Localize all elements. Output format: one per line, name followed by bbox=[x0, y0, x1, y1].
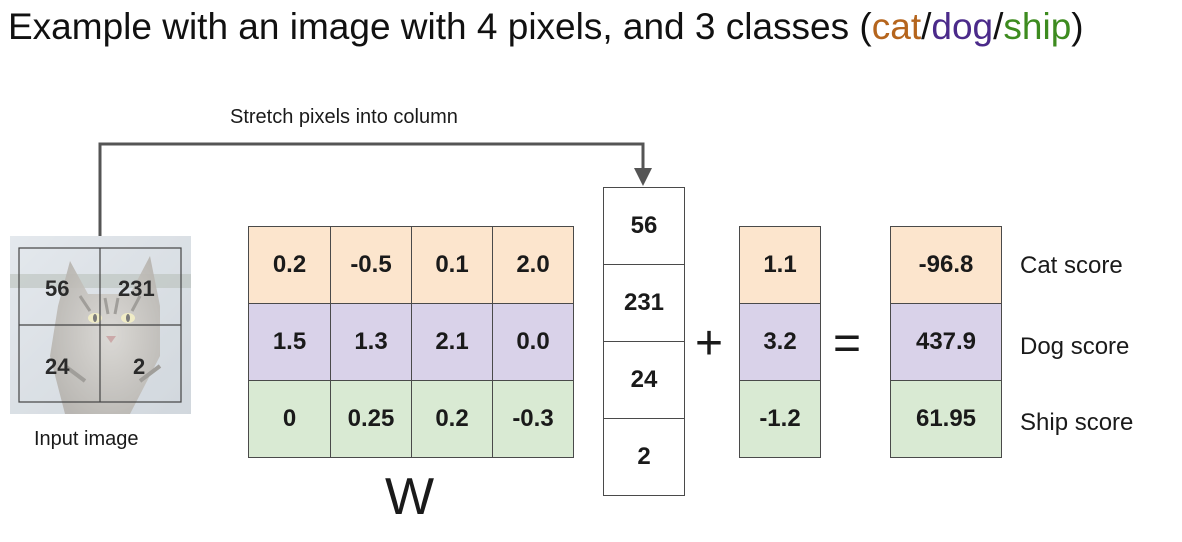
cat-photo-icon bbox=[10, 236, 191, 414]
weight-cell: -0.5 bbox=[330, 226, 412, 304]
cat-score-label: Cat score bbox=[1020, 252, 1123, 279]
weight-cell: 0.25 bbox=[330, 380, 412, 458]
input-image-label: Input image bbox=[34, 428, 139, 450]
pixel-value: 231 bbox=[118, 276, 155, 301]
ship-score-label: Ship score bbox=[1020, 409, 1134, 436]
plus-operator: + bbox=[695, 317, 724, 370]
score-cell: 61.95 bbox=[890, 380, 1002, 458]
title-suffix: ) bbox=[1071, 6, 1084, 47]
weight-cell: 1.3 bbox=[330, 303, 412, 381]
weight-cell: 0.0 bbox=[492, 303, 574, 381]
pixel-column-cell: 56 bbox=[603, 187, 685, 265]
title-dog: dog bbox=[931, 6, 994, 47]
bias-cell: 1.1 bbox=[739, 226, 821, 304]
title-cat: cat bbox=[871, 6, 922, 47]
arrow-label: Stretch pixels into column bbox=[230, 106, 458, 128]
title-sep-2: / bbox=[993, 6, 1004, 47]
dog-score-label: Dog score bbox=[1020, 333, 1130, 360]
bias-cell: 3.2 bbox=[739, 303, 821, 381]
input-image: 56 231 24 2 bbox=[10, 236, 191, 414]
pixel-column-cell: 2 bbox=[603, 418, 685, 496]
score-cell: -96.8 bbox=[890, 226, 1002, 304]
pixel-value: 56 bbox=[45, 276, 70, 301]
pixel-value: 24 bbox=[45, 354, 70, 379]
weight-cell: 0 bbox=[248, 380, 331, 458]
weight-cell: 0.2 bbox=[411, 380, 493, 458]
pixel-column-cell: 231 bbox=[603, 264, 685, 342]
equals-operator: = bbox=[833, 317, 862, 370]
weight-matrix-label: W bbox=[385, 468, 435, 526]
pixel-value: 2 bbox=[133, 354, 146, 379]
title-sep-1: / bbox=[921, 6, 932, 47]
pixel-column-cell: 24 bbox=[603, 341, 685, 419]
title-prefix: Example with an image with 4 pixels, and… bbox=[8, 6, 872, 47]
title-ship: ship bbox=[1003, 6, 1072, 47]
bias-cell: -1.2 bbox=[739, 380, 821, 458]
weight-cell: 0.1 bbox=[411, 226, 493, 304]
weight-cell: 2.1 bbox=[411, 303, 493, 381]
weight-cell: 1.5 bbox=[248, 303, 331, 381]
weight-cell: -0.3 bbox=[492, 380, 574, 458]
weight-cell: 0.2 bbox=[248, 226, 331, 304]
score-cell: 437.9 bbox=[890, 303, 1002, 381]
weight-cell: 2.0 bbox=[492, 226, 574, 304]
page-title: Example with an image with 4 pixels, and… bbox=[8, 6, 1084, 48]
